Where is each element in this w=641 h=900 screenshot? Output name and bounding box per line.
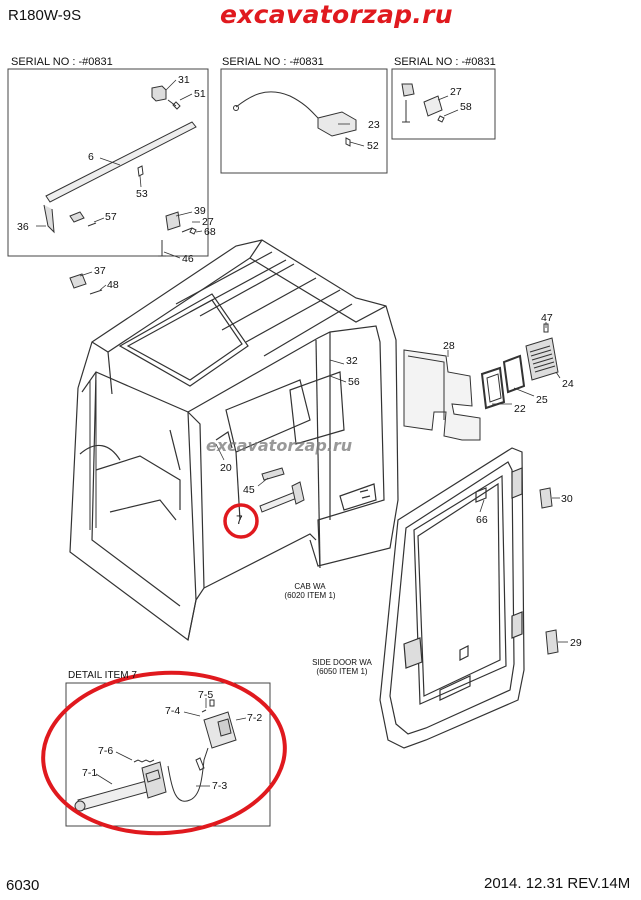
cab-frame (69, 239, 399, 642)
seal-part-22 (480, 366, 506, 410)
bolt-part-52 (345, 137, 351, 147)
seal-part-25 (502, 354, 526, 394)
callout-46[interactable]: 46 (182, 253, 194, 265)
side-door (379, 447, 525, 749)
callout-29[interactable]: 29 (570, 637, 582, 649)
cab-note-line1: CAB WA (294, 582, 326, 591)
callout-7-1[interactable]: 7-1 (82, 767, 98, 779)
bolt-part-51 (167, 99, 181, 110)
callout-23[interactable]: 23 (368, 119, 380, 131)
inset-frame-1 (7, 68, 209, 257)
callout-52[interactable]: 52 (367, 140, 379, 152)
door-note: SIDE DOOR WA (6050 ITEM 1) (296, 658, 388, 676)
door-note-line2: (6050 ITEM 1) (316, 667, 368, 676)
inset-1-serial: SERIAL NO : -#0831 (11, 56, 113, 68)
model-code: R180W-9S (8, 7, 82, 24)
callout-48[interactable]: 48 (107, 279, 119, 291)
louver-part-24 (525, 337, 559, 381)
page-number: 6030 (6, 877, 40, 894)
cable-part (235, 91, 319, 119)
callout-58[interactable]: 58 (460, 101, 472, 113)
cab-note: CAB WA (6020 ITEM 1) (270, 582, 350, 600)
pad-part-30 (539, 487, 553, 509)
callout-7-3[interactable]: 7-3 (212, 780, 228, 792)
inset-1-parts (43, 85, 197, 295)
strip-part-6 (45, 121, 197, 203)
detail-frame (65, 682, 271, 827)
inset-1-leaders (36, 79, 203, 291)
callout-6[interactable]: 6 (88, 151, 94, 163)
callout-7[interactable]: 7 (236, 513, 243, 527)
bracket-part-27 (401, 83, 415, 97)
door-small-parts (539, 487, 559, 655)
highlight-circle-7 (223, 503, 259, 539)
clip-part-39 (165, 211, 181, 231)
callout-36[interactable]: 36 (17, 221, 29, 233)
cab-note-line2: (6020 ITEM 1) (284, 591, 336, 600)
inset-2-serial: SERIAL NO : -#0831 (222, 56, 324, 68)
panel-part-28 (403, 349, 481, 441)
handle-part-7-1 (77, 779, 155, 811)
callout-7-2[interactable]: 7-2 (247, 712, 263, 724)
bracket-part-57 (69, 211, 85, 223)
clip-part-37 (69, 273, 87, 289)
callout-51[interactable]: 51 (194, 88, 206, 100)
pad-part-29 (545, 629, 559, 655)
callout-32[interactable]: 32 (346, 355, 358, 367)
screw-part-53 (137, 165, 144, 177)
callout-7-5[interactable]: 7-5 (198, 689, 214, 701)
callout-66[interactable]: 66 (476, 514, 488, 526)
inset-frame-2 (220, 68, 388, 174)
callout-56[interactable]: 56 (348, 376, 360, 388)
callout-37[interactable]: 37 (94, 265, 106, 277)
inset-2-parts (233, 91, 357, 147)
callout-30[interactable]: 30 (561, 493, 573, 505)
callout-7-6[interactable]: 7-6 (98, 745, 114, 757)
inset-frame-3 (391, 68, 496, 140)
callout-68[interactable]: 68 (204, 226, 216, 238)
callout-57[interactable]: 57 (105, 211, 117, 223)
cable-part-7-3 (167, 747, 209, 802)
callout-28[interactable]: 28 (443, 340, 455, 352)
callout-45[interactable]: 45 (243, 484, 255, 496)
detail-7-drawing (74, 699, 237, 812)
door-note-line1: SIDE DOOR WA (312, 658, 372, 667)
detail-title: DETAIL ITEM 7 (68, 670, 137, 681)
box-part-23 (317, 111, 357, 137)
callout-53[interactable]: 53 (136, 188, 148, 200)
inset-frames (7, 68, 496, 827)
revision-date: 2014. 12.31 REV.14M (484, 875, 631, 892)
clip-part-31 (151, 85, 167, 102)
callout-27-inset[interactable]: 27 (450, 86, 462, 98)
callout-25[interactable]: 25 (536, 394, 548, 406)
callout-31[interactable]: 31 (178, 74, 190, 86)
callout-47[interactable]: 47 (541, 312, 553, 324)
latch-part-7 (259, 467, 305, 513)
highlight-circle-detail (41, 670, 287, 836)
watermark-text: excavatorzap.ru (206, 436, 353, 455)
callout-7-4[interactable]: 7-4 (165, 705, 181, 717)
spring-part-7-6 (133, 759, 155, 763)
gasket-parts (403, 323, 559, 441)
callout-27[interactable]: 27 (202, 216, 214, 228)
callout-24[interactable]: 24 (562, 378, 574, 390)
inset-3-parts (401, 83, 445, 123)
inset-3-serial: SERIAL NO : -#0831 (394, 56, 496, 68)
callout-20[interactable]: 20 (220, 462, 232, 474)
callout-39[interactable]: 39 (194, 205, 206, 217)
callout-22[interactable]: 22 (514, 403, 526, 415)
brand-logo[interactable]: excavatorzap.ru (220, 0, 453, 29)
